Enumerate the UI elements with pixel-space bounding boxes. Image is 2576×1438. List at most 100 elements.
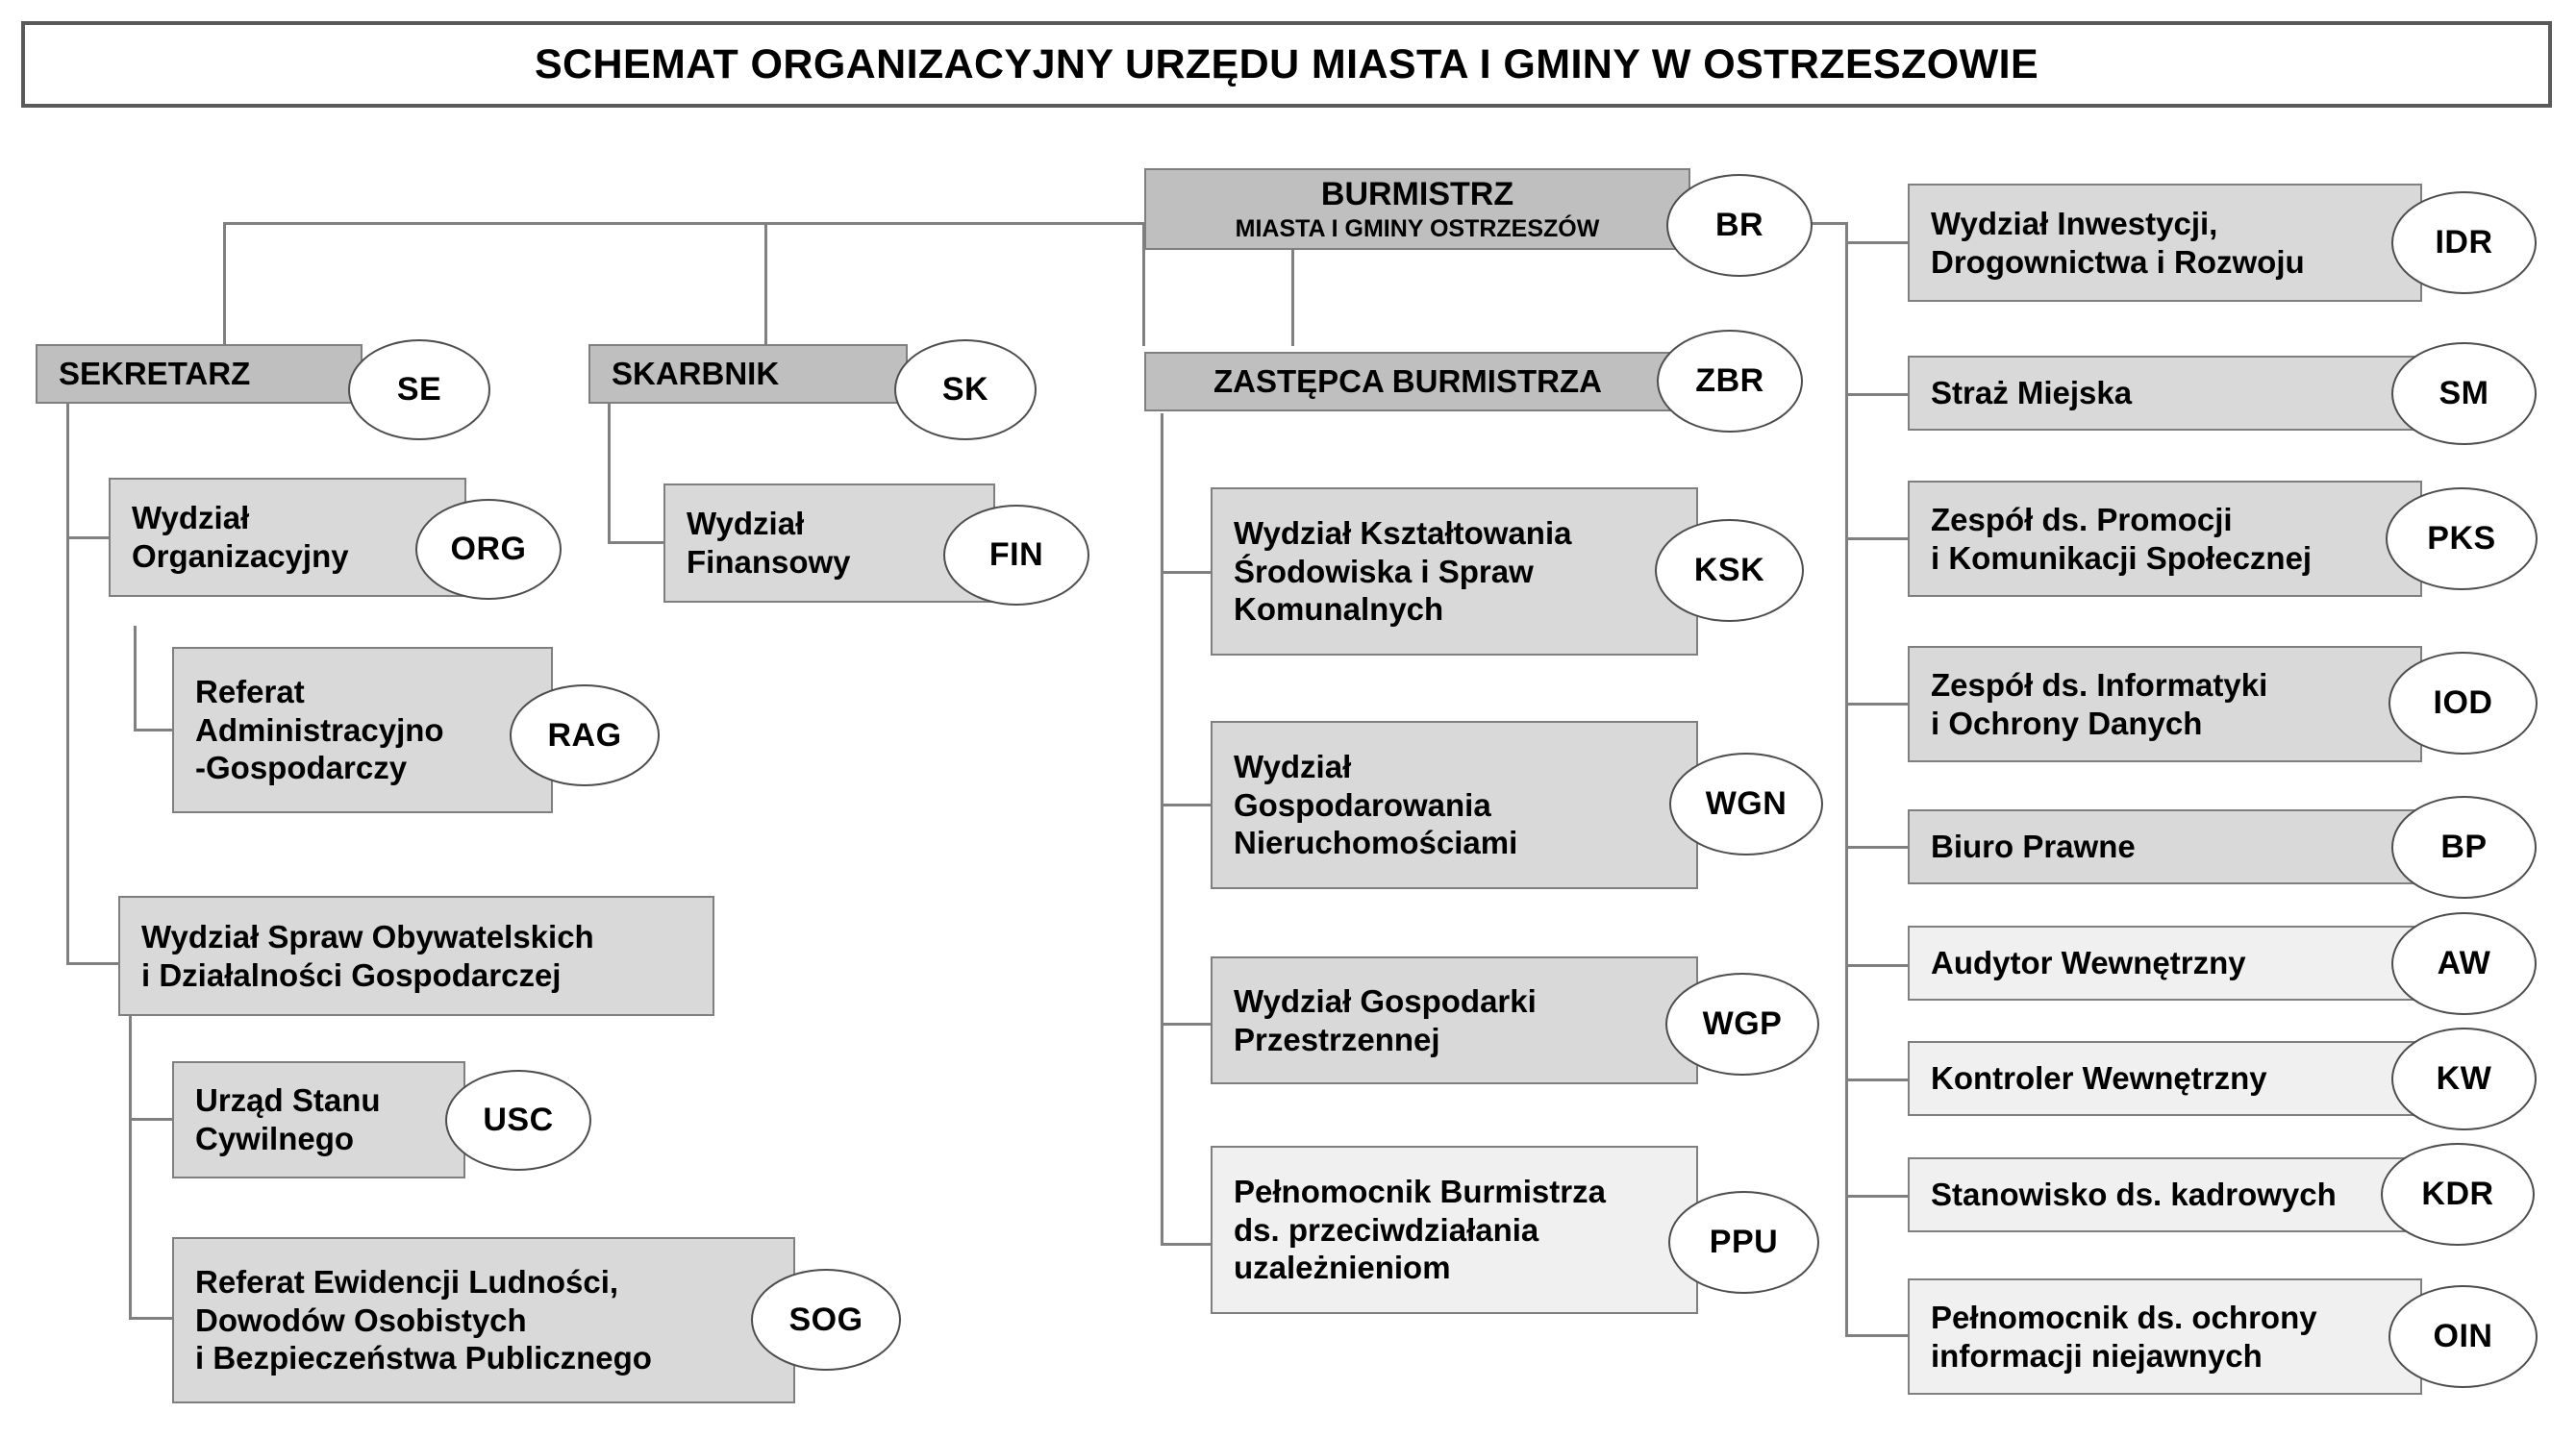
connector-right-to-aw [1845,964,1909,967]
code-bubble-kw-label: KW [2436,1060,2492,1097]
connector-right-to-sm [1845,393,1909,396]
node-stanowisko-ds-kadrowych[interactable]: Stanowisko ds. kadrowych [1908,1157,2422,1232]
connector-to-sekretarz [223,222,226,346]
code-bubble-fin-label: FIN [988,536,1044,573]
node-wgp-label: Wydział Gospodarki Przestrzennej [1234,982,1537,1057]
node-wydzial-finansowy[interactable]: Wydział Finansowy [663,483,995,603]
node-zespol-informatyki-ochrony-danych[interactable]: Zespół ds. Informatyki i Ochrony Danych [1908,646,2422,762]
code-bubble-org[interactable]: ORG [415,499,562,600]
code-bubble-fin[interactable]: FIN [943,505,1089,606]
code-bubble-usc-label: USC [483,1102,554,1138]
code-bubble-aw[interactable]: AW [2391,912,2537,1015]
node-urzad-stanu-cywilnego[interactable]: Urząd Stanu Cywilnego [172,1061,465,1178]
node-burmistrz-line1: BURMISTRZ [1320,176,1514,213]
node-zastepca-label: ZASTĘPCA BURMISTRZA [1213,363,1602,400]
node-referat-ewidencji-ludnosci[interactable]: Referat Ewidencji Ludności, Dowodów Osob… [172,1237,795,1403]
code-bubble-oin-label: OIN [2433,1318,2493,1354]
connector-sekretarz-trunk [66,402,69,962]
node-straz-miejska[interactable]: Straż Miejska [1908,356,2422,431]
node-wydzial-gospodarowania-nieruchomosciami[interactable]: Wydział Gospodarowania Nieruchomościami [1211,721,1698,889]
connector-zastepca-to-ppu [1161,1243,1213,1246]
code-bubble-rag[interactable]: RAG [510,684,660,786]
node-wydzial-spraw-obywatelskich[interactable]: Wydział Spraw Obywatelskich i Działalnoś… [118,896,714,1016]
connector-br-bubble-out [1784,222,1848,225]
node-kontroler-wewnetrzny[interactable]: Kontroler Wewnętrzny [1908,1041,2422,1116]
code-bubble-sog[interactable]: SOG [751,1269,901,1371]
node-sekretarz[interactable]: SEKRETARZ [36,344,363,404]
connector-right-to-pks [1845,537,1909,540]
node-ppu-label: Pełnomocnik Burmistrza ds. przeciwdziała… [1234,1174,1606,1286]
code-bubble-wgn[interactable]: WGN [1669,753,1823,855]
code-bubble-idr-label: IDR [2435,224,2493,260]
code-bubble-ppu[interactable]: PPU [1668,1191,1819,1294]
code-bubble-aw-label: AW [2437,945,2491,981]
connector-org-trunk [134,626,137,731]
connector-skarbnik-to-fin [608,541,665,544]
node-iod-label: Zespół ds. Informatyki i Ochrony Danych [1931,666,2268,741]
node-pks-label: Zespół ds. Promocji i Komunikacji Społec… [1931,501,2313,576]
connector-right-to-oin [1845,1334,1909,1337]
code-bubble-sk-label: SK [941,371,989,408]
node-zastepca-burmistrza[interactable]: ZASTĘPCA BURMISTRZA [1144,352,1689,411]
chart-title-frame: SCHEMAT ORGANIZACYJNY URZĘDU MIASTA I GM… [21,21,2552,108]
node-pelnomocnik-przeciwdzialania-uzaleznieniom[interactable]: Pełnomocnik Burmistrza ds. przeciwdziała… [1211,1146,1698,1314]
code-bubble-sm-label: SM [2438,375,2489,411]
connector-org-to-rag [134,729,174,731]
code-bubble-pks-label: PKS [2427,520,2496,557]
node-fin-label: Wydział Finansowy [687,506,851,580]
node-biuro-prawne[interactable]: Biuro Prawne [1908,809,2422,884]
code-bubble-wgn-label: WGN [1705,785,1788,822]
connector-to-skarbnik [764,222,767,346]
code-bubble-br-label: BR [1714,207,1764,243]
node-wgn-label: Wydział Gospodarowania Nieruchomościami [1234,749,1518,861]
node-referat-administracyjno-gospodarczy[interactable]: Referat Administracyjno -Gospodarczy [172,647,553,813]
code-bubble-kdr[interactable]: KDR [2381,1143,2535,1246]
connector-right-to-idr [1845,241,1909,244]
node-burmistrz[interactable]: BURMISTRZ MIASTA I GMINY OSTRZESZÓW [1144,168,1690,250]
node-rag-label: Referat Administracyjno -Gospodarczy [195,674,444,786]
code-bubble-zbr[interactable]: ZBR [1657,330,1803,433]
node-sm-label: Straż Miejska [1931,375,2133,411]
node-wydzial-organizacyjny[interactable]: Wydział Organizacyjny [109,478,466,597]
code-bubble-pks[interactable]: PKS [2386,487,2538,590]
node-sekretarz-label: SEKRETARZ [59,356,251,392]
node-zespol-promocji-komunikacji[interactable]: Zespół ds. Promocji i Komunikacji Społec… [1908,481,2422,597]
code-bubble-br[interactable]: BR [1666,174,1813,277]
node-pelnomocnik-ochrony-informacji-niejawnych[interactable]: Pełnomocnik ds. ochrony informacji nieja… [1908,1278,2422,1395]
node-burmistrz-line2: MIASTA I GMINY OSTRZESZÓW [1235,214,1600,242]
code-bubble-usc[interactable]: USC [445,1070,591,1171]
node-aw-label: Audytor Wewnętrzny [1931,945,2246,981]
code-bubble-sm[interactable]: SM [2391,342,2537,445]
code-bubble-ksk[interactable]: KSK [1655,519,1804,622]
code-bubble-wgp[interactable]: WGP [1665,973,1819,1076]
node-wydzial-ksztaltowania-srodowiska[interactable]: Wydział Kształtowania Środowiska i Spraw… [1211,487,1698,656]
code-bubble-ppu-label: PPU [1709,1224,1779,1260]
node-wso-label: Wydział Spraw Obywatelskich i Działalnoś… [141,918,594,993]
node-idr-label: Wydział Inwestycji, Drogownictwa i Rozwo… [1931,205,2305,280]
node-audytor-wewnetrzny[interactable]: Audytor Wewnętrzny [1908,926,2422,1001]
code-bubble-wgp-label: WGP [1702,1005,1783,1042]
connector-right-trunk [1845,222,1848,1336]
connector-burmistrz-down [1291,236,1294,346]
page-title: SCHEMAT ORGANIZACYJNY URZĘDU MIASTA I GM… [534,40,2039,87]
node-wydzial-inwestycji-drogownictwa[interactable]: Wydział Inwestycji, Drogownictwa i Rozwo… [1908,184,2422,302]
node-skarbnik[interactable]: SKARBNIK [588,344,908,404]
code-bubble-bp[interactable]: BP [2391,796,2537,899]
code-bubble-iod[interactable]: IOD [2388,652,2538,755]
node-usc-label: Urząd Stanu Cywilnego [195,1082,381,1156]
connector-right-to-kdr [1845,1195,1909,1198]
node-kdr-label: Stanowisko ds. kadrowych [1931,1177,2337,1213]
connector-sekretarz-to-wso [66,962,168,965]
code-bubble-idr[interactable]: IDR [2391,191,2537,294]
code-bubble-oin[interactable]: OIN [2388,1285,2538,1388]
code-bubble-se[interactable]: SE [348,339,490,440]
code-bubble-sog-label: SOG [788,1301,863,1338]
node-skarbnik-label: SKARBNIK [612,356,780,392]
connector-wso-to-usc [129,1118,174,1121]
code-bubble-se-label: SE [396,371,442,408]
code-bubble-org-label: ORG [450,531,527,567]
node-wydzial-gospodarki-przestrzennej[interactable]: Wydział Gospodarki Przestrzennej [1211,956,1698,1084]
code-bubble-sk[interactable]: SK [894,339,1037,440]
code-bubble-kw[interactable]: KW [2391,1028,2537,1130]
code-bubble-ksk-label: KSK [1693,552,1765,588]
